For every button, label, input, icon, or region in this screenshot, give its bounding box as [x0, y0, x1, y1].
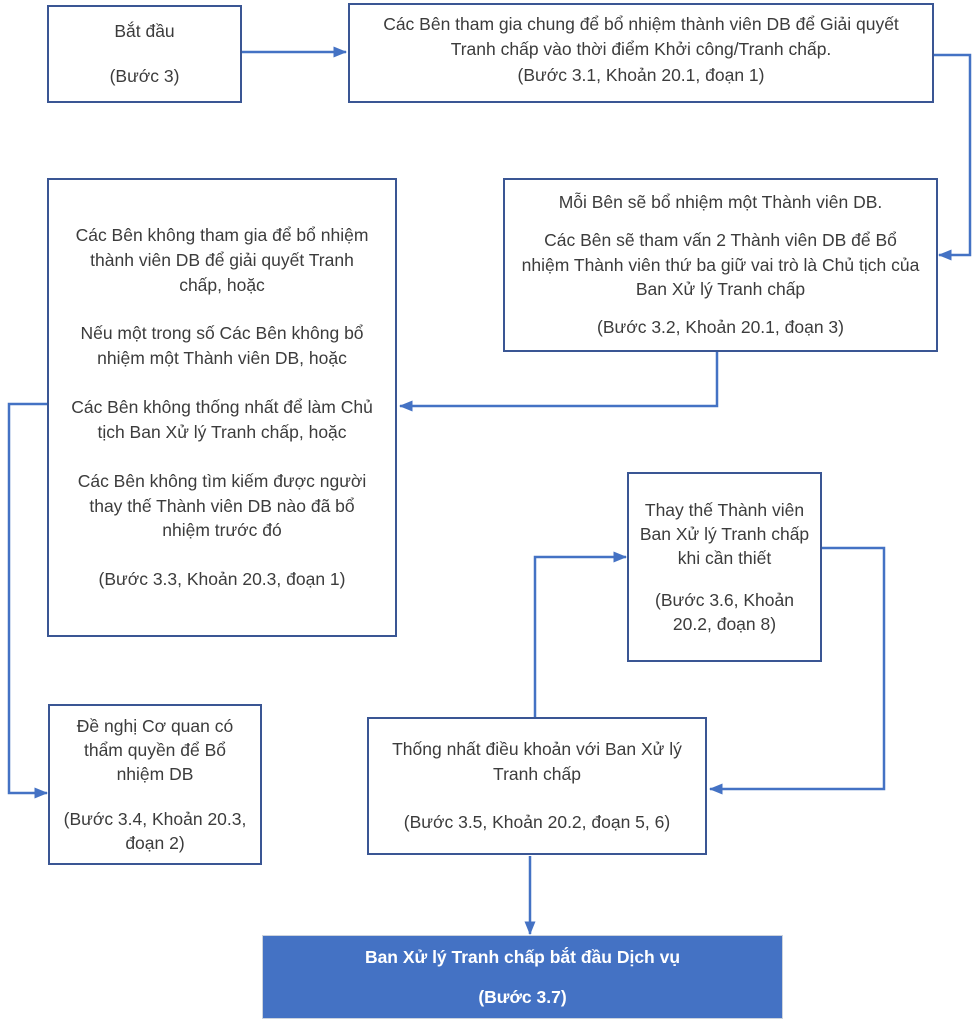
box-step31-ref: (Bước 3.1, Khoản 20.1, đoạn 1) — [517, 65, 765, 86]
box-step36-body: Thay thế Thành viên Ban Xử lý Tranh chấp… — [639, 499, 810, 568]
box-step35-ref: (Bước 3.5, Khoản 20.2, đoạn 5, 6) — [403, 812, 671, 833]
flow-box-step-3-5: Thống nhất điều khoản với Ban Xử lý Tran… — [367, 717, 707, 855]
box-step33-body3: Các Bên không thống nhất để làm Chủ tịch… — [71, 397, 373, 442]
box-step35-body: Thống nhất điều khoản với Ban Xử lý Tran… — [392, 738, 682, 784]
box-step36-ref: (Bước 3.6, Khoản 20.2, đoạn 8) — [655, 590, 794, 635]
box-step34-ref: (Bước 3.4, Khoản 20.3, đoạn 2) — [63, 808, 247, 853]
flow-box-step-3-6: Thay thế Thành viên Ban Xử lý Tranh chấp… — [627, 472, 822, 662]
flow-box-step-3-4: Đề nghị Cơ quan có thẩm quyền để Bổ nhiệ… — [48, 704, 262, 865]
box-step33-body1: Các Bên không tham gia để bổ nhiệm thành… — [75, 224, 369, 295]
box-step33-body4: Các Bên không tìm kiếm được người thay t… — [77, 470, 367, 541]
box-step32-ref: (Bước 3.2, Khoản 20.1, đoạn 3) — [597, 317, 844, 338]
connector-step32-to-step33 — [399, 351, 719, 412]
box-step33-body2: Nếu một trong số Các Bên không bổ nhiệm … — [80, 323, 364, 369]
box-step31-body: Các Bên tham gia chung để bổ nhiệm thành… — [383, 14, 899, 59]
box-step33-ref: (Bước 3.3, Khoản 20.3, đoạn 1) — [98, 569, 346, 590]
connector-step35-to-step36 — [533, 551, 627, 718]
box-step37-body: Ban Xử lý Tranh chấp bắt đầu Dịch vụ — [364, 946, 681, 967]
connector-step33-to-step34 — [7, 402, 48, 799]
box-step32-body2: Các Bên sẽ tham vấn 2 Thành viên DB để B… — [521, 229, 920, 300]
box-step32-body1: Mỗi Bên sẽ bổ nhiệm một Thành viên DB. — [558, 191, 883, 212]
flow-box-step-3-3: Các Bên không tham gia để bổ nhiệm thành… — [47, 178, 397, 637]
box-start-body: Bắt đầu — [114, 21, 175, 42]
flow-box-step-3-7-final: Ban Xử lý Tranh chấp bắt đầu Dịch vụ (Bư… — [262, 935, 783, 1019]
box-step37-ref: (Bước 3.7) — [478, 986, 567, 1007]
flow-box-step-3-2: Mỗi Bên sẽ bổ nhiệm một Thành viên DB. C… — [503, 178, 938, 352]
flow-box-start: Bắt đầu (Bước 3) — [47, 5, 242, 103]
box-step34-body: Đề nghị Cơ quan có thẩm quyền để Bổ nhiệ… — [76, 716, 234, 785]
flow-box-step-3-1: Các Bên tham gia chung để bổ nhiệm thành… — [348, 3, 934, 103]
box-start-ref: (Bước 3) — [109, 66, 180, 86]
